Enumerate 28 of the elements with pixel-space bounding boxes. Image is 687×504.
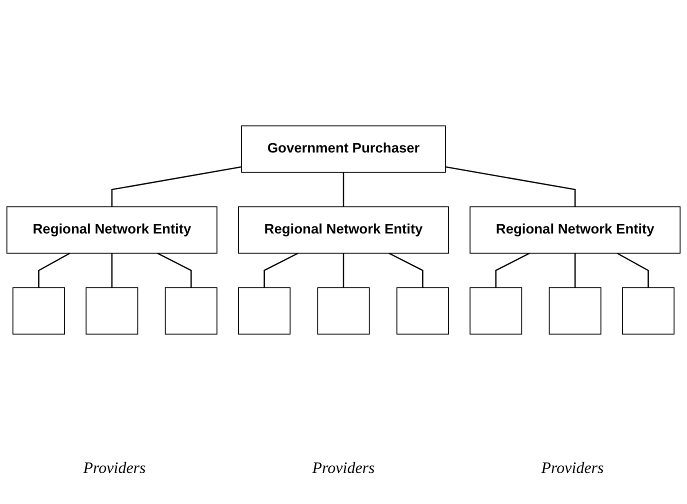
node-box [12, 287, 65, 335]
node-box [317, 287, 370, 335]
node-box: Regional Network Entity [238, 206, 449, 254]
node-box [396, 287, 449, 335]
node-box [86, 287, 138, 335]
node-box [164, 287, 218, 335]
group-caption: Providers [541, 460, 604, 478]
node-box [470, 287, 522, 335]
node-box [238, 287, 291, 335]
connector [111, 166, 242, 207]
connector [574, 253, 576, 288]
group-caption: Providers [312, 460, 375, 478]
node-box [548, 287, 602, 335]
node-box [622, 287, 674, 335]
connector [111, 253, 113, 288]
connector [264, 252, 298, 288]
connector [495, 252, 530, 288]
connector [342, 172, 344, 207]
connector [157, 252, 192, 288]
node-box: Government Purchaser [241, 125, 446, 173]
node-box: Regional Network Entity [6, 206, 218, 254]
connector [445, 166, 576, 207]
connector [38, 252, 70, 288]
connector [616, 252, 649, 288]
node-box: Regional Network Entity [470, 206, 681, 254]
group-caption: Providers [83, 460, 146, 478]
connector [342, 253, 344, 288]
connector [388, 252, 424, 288]
